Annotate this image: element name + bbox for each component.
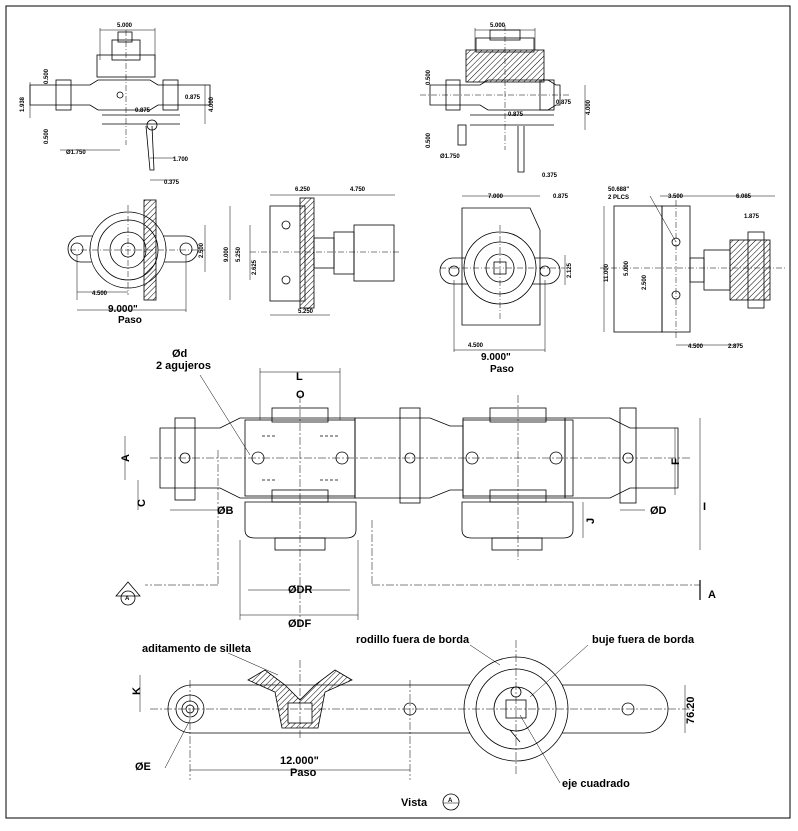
pitch-paso-m3: Paso — [490, 364, 514, 375]
dim-0500-r-b: 0.500 — [426, 132, 432, 148]
top-right-view — [420, 25, 586, 173]
mid-view-3-labels: 7.000 0.875 2.125 4.500 9.000" Paso — [468, 194, 573, 375]
dim-0875-a: 0.875 — [185, 95, 201, 101]
bottom-pitch: 12.000" — [280, 755, 319, 767]
dim-0875-r-a: 0.875 — [556, 100, 572, 106]
dim-5000-m4: 5.000 — [624, 260, 630, 276]
mid-view-4 — [600, 195, 785, 346]
dim-4500: 4.500 — [92, 291, 108, 297]
dim-11000: 11.000 — [604, 263, 610, 282]
dim-2plcs: 2 PLCS — [608, 195, 629, 201]
dim-0375: 0.375 — [164, 180, 180, 186]
dim-C: C — [136, 499, 148, 507]
pitch-9000-m3: 9.000" — [481, 352, 511, 363]
dim-5250-v: 5.250 — [236, 246, 242, 262]
dim-4500-m4: 4.500 — [688, 344, 704, 350]
dim-4000-r: 4.000 — [586, 99, 592, 115]
dim-3500: 3.500 — [668, 194, 684, 200]
dim-7000: 7.000 — [488, 194, 504, 200]
dim-K: K — [131, 687, 143, 695]
dim-DR: ØDR — [288, 584, 313, 596]
section-A-label: A — [708, 589, 716, 601]
dim-4750: 4.750 — [350, 187, 366, 193]
dim-d1750: Ø1.750 — [66, 150, 86, 156]
dim-2500: 2.500 — [199, 242, 205, 258]
pitch-9000: 9.000" — [108, 304, 138, 315]
main-view-labels: Ød 2 agujeros L O A C ØB F J I ØD ØDR ØD… — [120, 348, 716, 630]
hole-label: Ød — [172, 348, 187, 360]
dim-0875-r-b: 0.875 — [508, 112, 524, 118]
dim-50688: 50.688" — [608, 187, 629, 193]
dim-E: ØE — [135, 761, 151, 773]
top-left-view — [29, 28, 211, 181]
dim-1938: 1.938 — [20, 96, 26, 112]
view-label: Vista — [401, 797, 428, 809]
mid-view-3 — [439, 195, 566, 352]
dim-6250: 6.250 — [295, 187, 311, 193]
dim-B: ØB — [217, 505, 234, 517]
top-right-dimensions: 5.000 0.500 0.875 4.000 0.875 0.500 Ø1.7… — [426, 23, 592, 179]
top-left-dimensions: 5.000 0.500 1.938 0.875 4.000 0.875 0.50… — [20, 23, 215, 186]
view-mark-A: A — [448, 798, 453, 804]
bottom-paso: Paso — [290, 767, 317, 779]
dim-F: F — [670, 458, 682, 465]
dim-1700: 1.700 — [173, 157, 189, 163]
dim-5250-h: 5.250 — [298, 309, 314, 315]
dim-L: L — [296, 371, 303, 383]
pitch-paso: Paso — [118, 315, 142, 326]
dim-d1750-r: Ø1.750 — [440, 154, 460, 160]
bottom-side-view — [139, 640, 690, 811]
dim-5000: 5.000 — [117, 23, 133, 29]
dim-2125: 2.125 — [567, 262, 573, 278]
hole-label-count: 2 agujeros — [156, 360, 211, 372]
dim-0375-r: 0.375 — [542, 173, 558, 179]
dim-0875-b: 0.875 — [135, 108, 151, 114]
mid-view-1 — [67, 199, 206, 312]
dim-height: 76.20 — [685, 696, 697, 724]
sheet-border — [5, 5, 791, 819]
dim-0500-r-a: 0.500 — [426, 69, 432, 85]
label-bushing: buje fuera de borda — [592, 634, 695, 646]
dim-4000: 4.000 — [209, 96, 215, 112]
label-roller: rodillo fuera de borda — [356, 634, 470, 646]
label-shaft: eje cuadrado — [562, 778, 630, 790]
label-attachment: aditamento de silleta — [142, 643, 252, 655]
mid-view-2-labels: 6.250 4.750 9.000 5.250 2.625 5.250 — [224, 187, 366, 315]
dim-I: I — [703, 501, 706, 513]
dim-J: J — [585, 518, 597, 524]
mid-view-1-labels: 2.500 4.500 9.000" Paso — [92, 242, 205, 326]
dim-2875: 2.875 — [728, 344, 744, 350]
dim-6085: 6.085 — [736, 194, 752, 200]
section-mark-A: A — [125, 596, 130, 602]
dim-0500-a: 0.500 — [44, 68, 50, 84]
main-chain-view — [115, 368, 701, 630]
dim-5000-r: 5.000 — [490, 23, 506, 29]
dim-0500-b: 0.500 — [44, 128, 50, 144]
dim-DF: ØDF — [288, 618, 312, 630]
dim-4500-m3: 4.500 — [468, 343, 484, 349]
dim-2625: 2.625 — [252, 259, 258, 275]
dim-D: ØD — [650, 505, 667, 517]
dim-1875: 1.875 — [744, 214, 760, 220]
dim-A: A — [120, 454, 132, 462]
mid-view-4-labels: 50.688" 2 PLCS 3.500 6.085 1.875 11.000 … — [604, 187, 760, 350]
dim-2500-m4: 2.500 — [642, 274, 648, 290]
dim-9000: 9.000 — [224, 246, 230, 262]
dim-O: O — [296, 389, 305, 401]
mid-view-2 — [229, 194, 400, 316]
dim-0875-m3: 0.875 — [553, 194, 569, 200]
bottom-view-labels: aditamento de silleta rodillo fuera de b… — [131, 634, 697, 809]
